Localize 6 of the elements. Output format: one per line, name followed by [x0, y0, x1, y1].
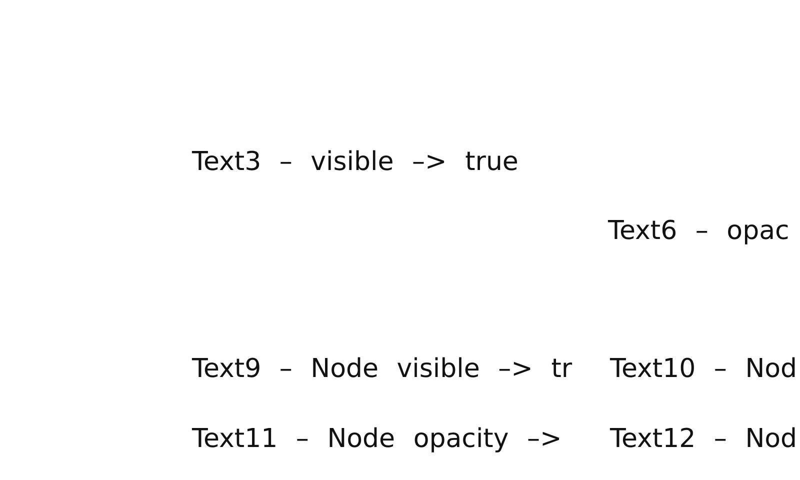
text-label: Text6 – opac [608, 215, 790, 247]
text-label: Text9 – Node visible –> tr [192, 353, 572, 385]
text-label: Text11 – Node opacity –> [192, 423, 562, 455]
text-label: Text12 – Nod [610, 423, 798, 455]
text-label: Text10 – Nod [610, 353, 798, 385]
text-label: Text3 – visible –> true [192, 146, 518, 178]
